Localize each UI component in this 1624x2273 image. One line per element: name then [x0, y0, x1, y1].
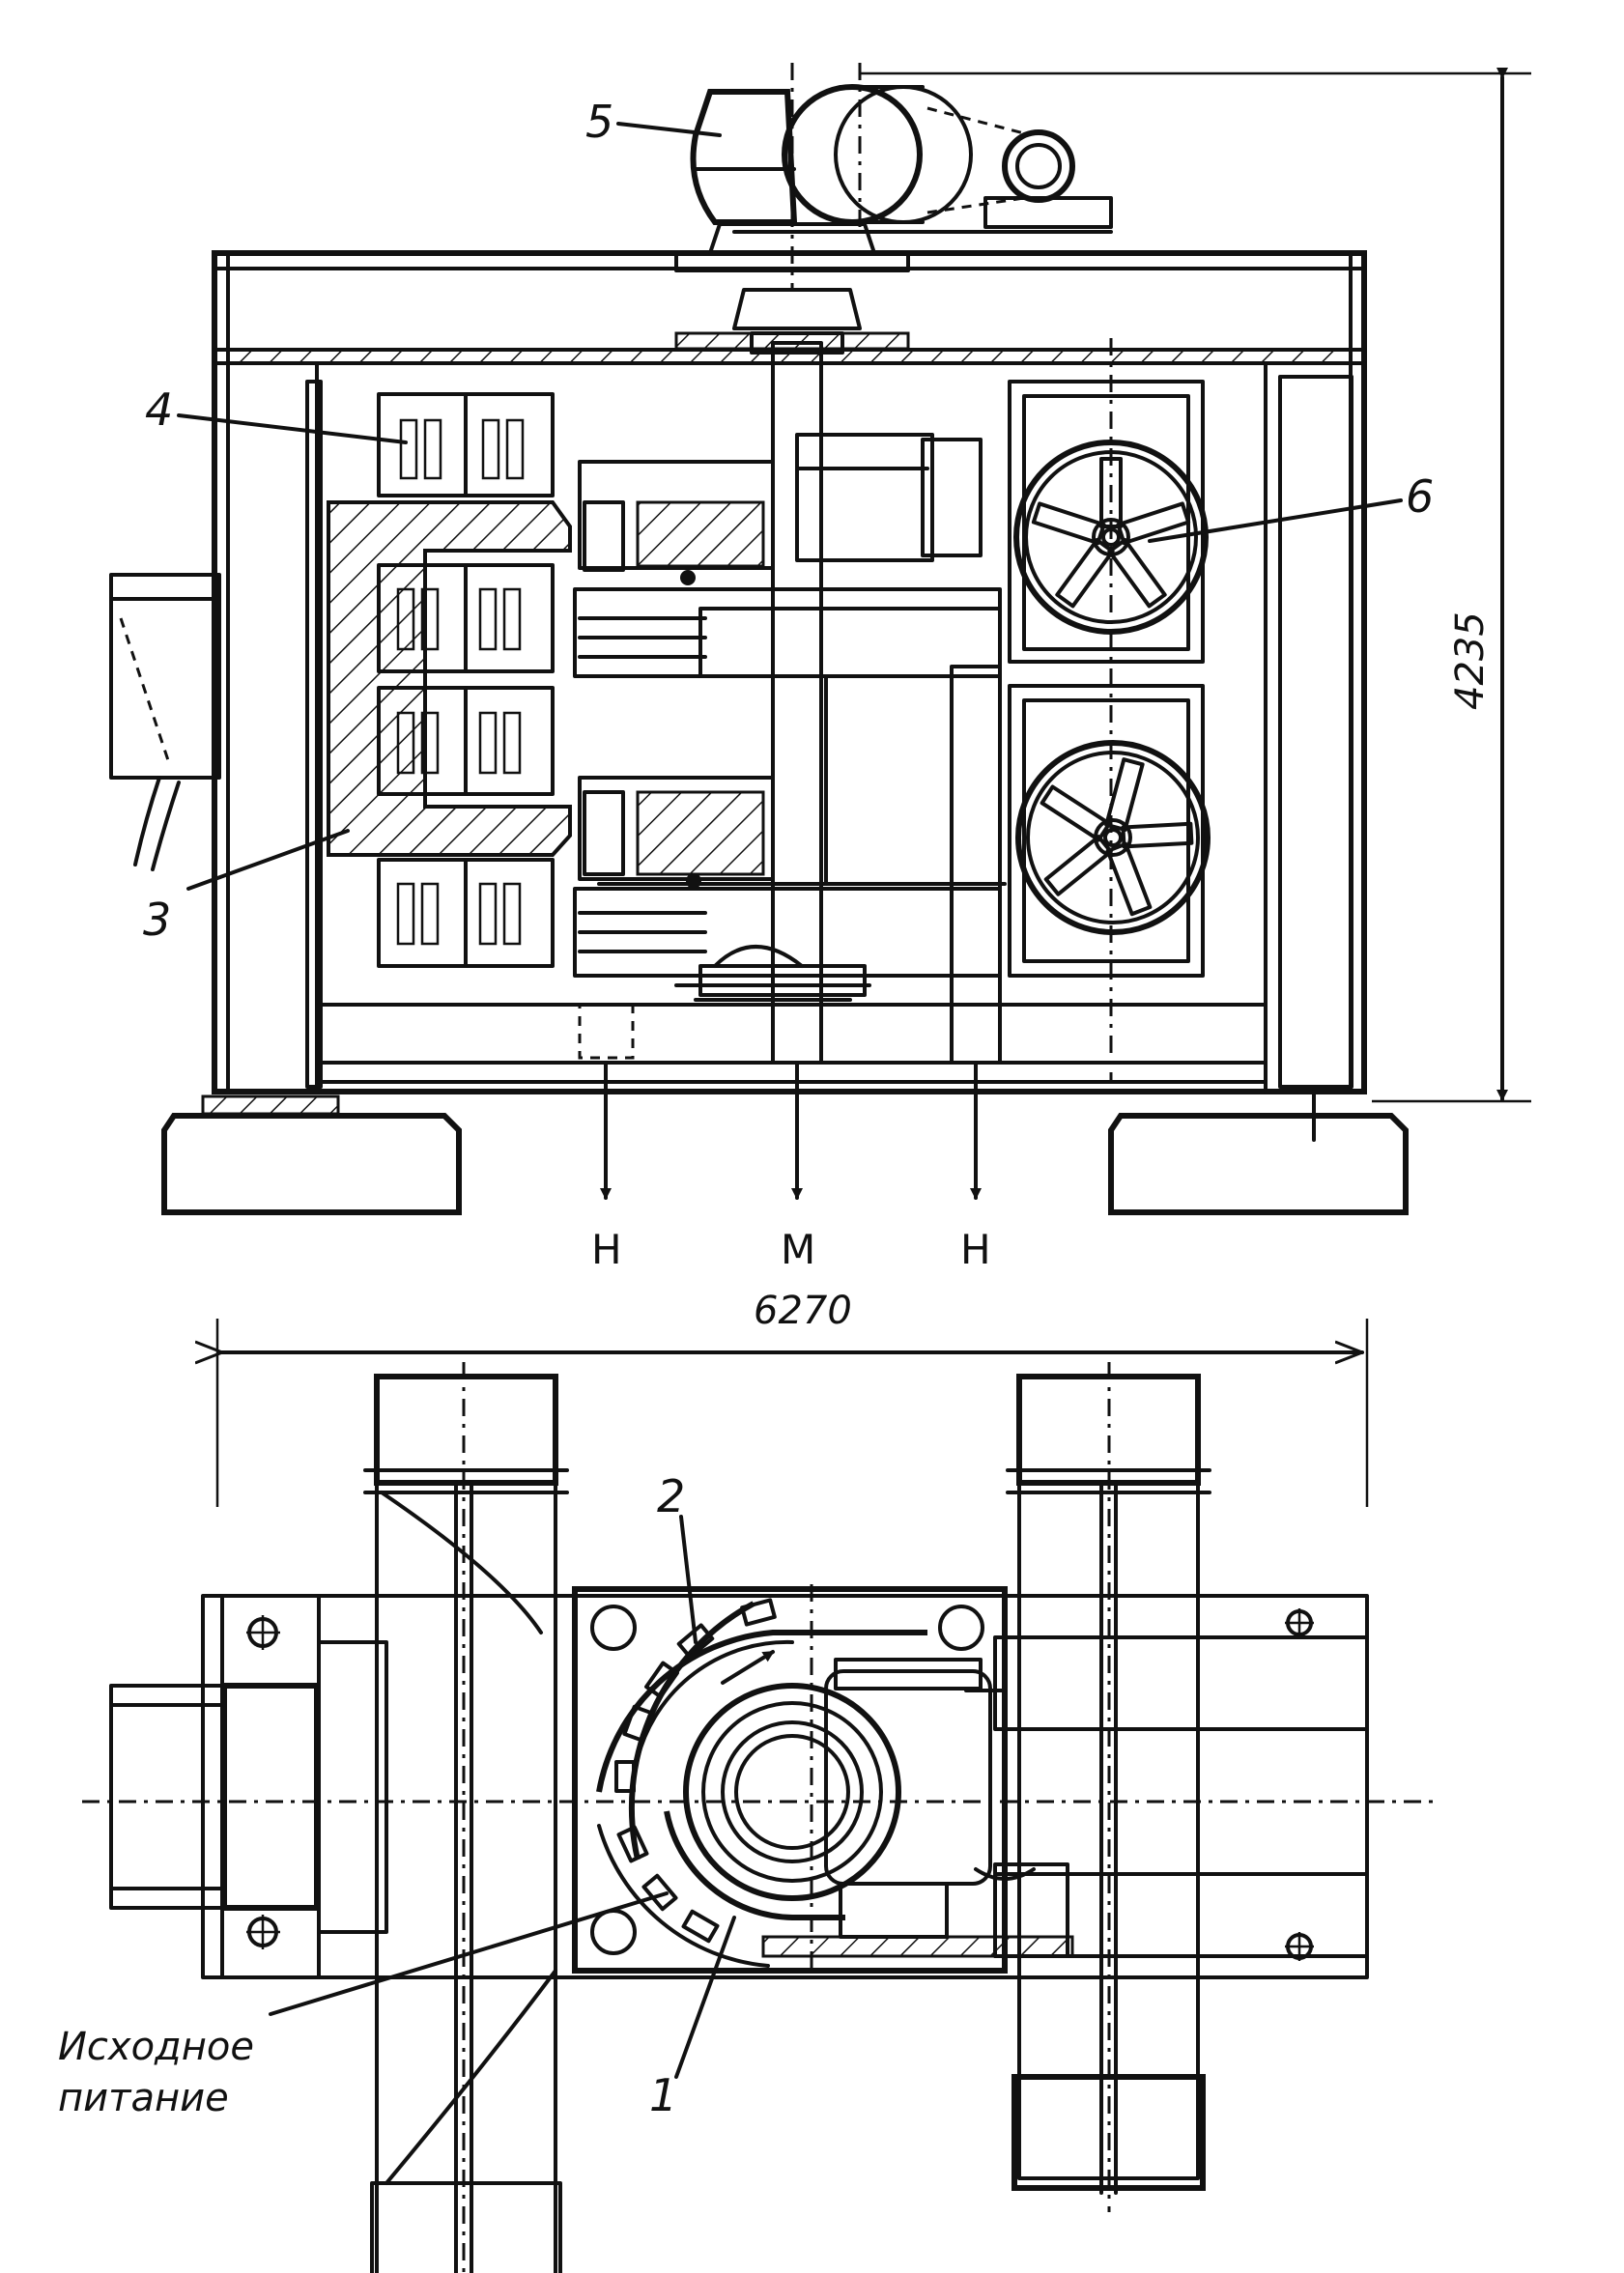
width-dimension-value: 6270 — [754, 1289, 852, 1333]
plan-body — [201, 1594, 1369, 1979]
fan-wheel-upper — [1013, 440, 1209, 635]
feed-leader-line — [269, 1891, 669, 2016]
feed-caption-line1: Исходное — [58, 2025, 254, 2069]
plan-view — [82, 1319, 1439, 2273]
output-label-right: Н — [960, 1226, 991, 1273]
rotor-assembly — [573, 433, 1007, 1002]
fan-wheel-lower — [1015, 740, 1211, 935]
feed-chute-box — [109, 573, 221, 871]
label-2: 2 — [657, 1470, 685, 1522]
fan-housings — [1008, 338, 1205, 1082]
right-foot — [1108, 1090, 1409, 1215]
label-3: 3 — [143, 894, 171, 946]
leader-lines — [177, 122, 1403, 2079]
label-1: 1 — [649, 2069, 677, 2121]
left-foot — [161, 1094, 462, 1215]
label-4: 4 — [145, 384, 173, 436]
plan-right-leg — [1006, 1362, 1211, 2212]
plan-left-leg — [363, 1362, 569, 2273]
width-dimension — [217, 1319, 1369, 1507]
plan-separator-housing — [572, 1586, 1074, 1974]
plan-chute — [109, 1684, 224, 1910]
feed-caption-line2: питание — [58, 2076, 229, 2120]
magnet-yoke — [327, 500, 572, 857]
left-outlet-pipe — [578, 1003, 635, 1060]
label-6: 6 — [1406, 470, 1434, 523]
output-label-left: Н — [591, 1226, 622, 1273]
top-drive-unit — [674, 63, 1113, 290]
side-elevation-view — [109, 63, 1531, 1215]
height-dimension — [860, 68, 1531, 1103]
label-5: 5 — [585, 96, 613, 148]
height-dimension-value: 4235 — [1448, 611, 1493, 710]
output-label-middle: М — [781, 1226, 815, 1273]
